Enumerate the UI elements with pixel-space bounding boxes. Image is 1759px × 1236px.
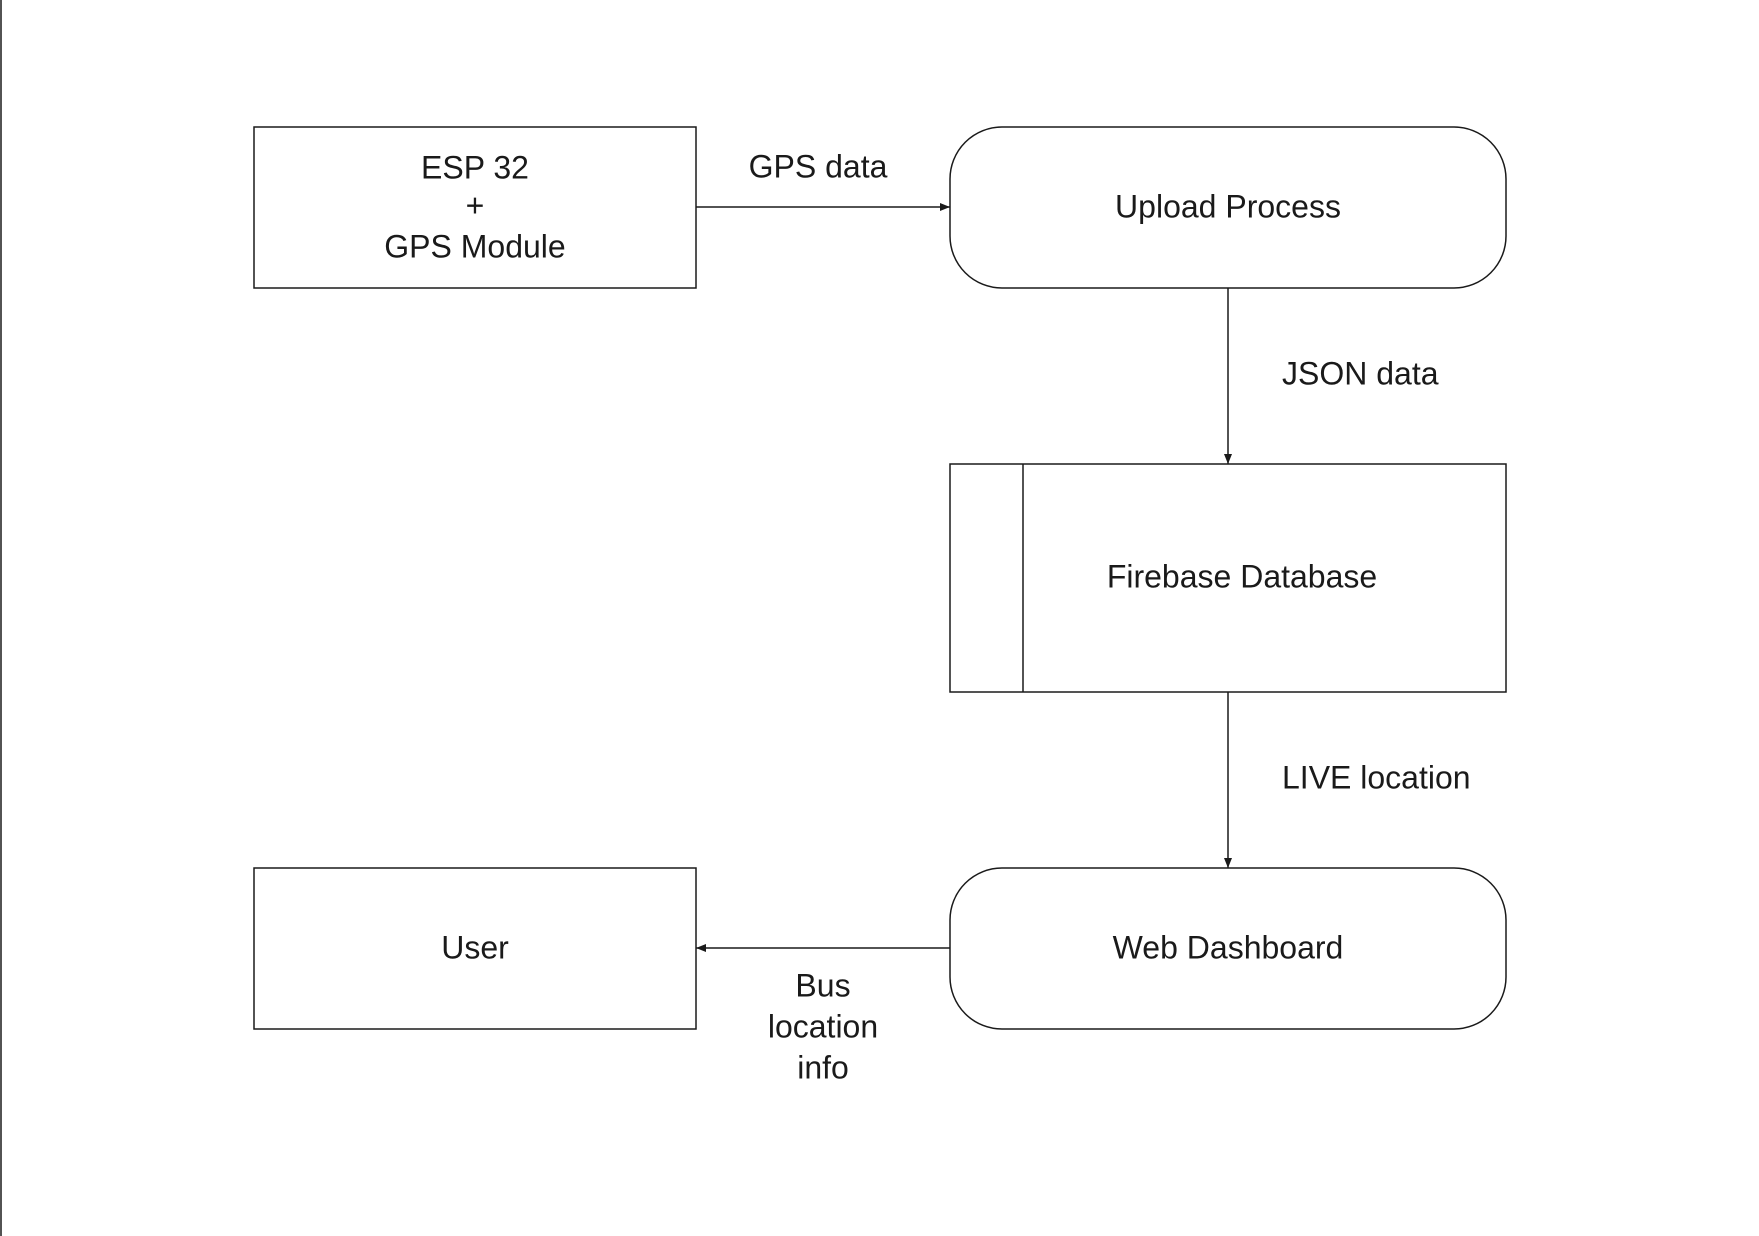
node-upload-label: Upload Process <box>1115 188 1341 224</box>
edge-esp-to-upload: GPS data <box>696 148 950 211</box>
node-firebase-database: Firebase Database <box>949 463 1507 693</box>
node-upload-process: Upload Process <box>949 126 1507 289</box>
edge-dashboard-to-user-line-3: info <box>797 1049 849 1085</box>
node-user-label: User <box>441 929 509 965</box>
node-firebase-label: Firebase Database <box>1107 558 1377 594</box>
edge-dashboard-to-user-line-2: location <box>768 1008 878 1044</box>
node-esp32-gps-module: ESP 32 + GPS Module <box>253 126 697 289</box>
edge-dashboard-to-user: Bus location info <box>696 944 950 1085</box>
edge-firebase-to-dashboard-label: LIVE location <box>1282 759 1471 795</box>
edge-upload-to-firebase: JSON data <box>1224 288 1439 464</box>
node-esp32-line-3: GPS Module <box>384 228 565 264</box>
node-web-dashboard: Web Dashboard <box>949 867 1507 1030</box>
node-user-box <box>253 867 697 1030</box>
edge-esp-to-upload-label: GPS data <box>749 148 888 184</box>
edge-dashboard-to-user-line-1: Bus <box>795 967 850 1003</box>
node-esp32-box <box>253 126 697 289</box>
edge-firebase-to-dashboard: LIVE location <box>1224 692 1471 868</box>
node-esp32-line-1: ESP 32 <box>421 149 529 185</box>
node-dashboard-label: Web Dashboard <box>1113 929 1344 965</box>
node-user: User <box>253 867 697 1030</box>
node-esp32-line-2: + <box>466 187 485 223</box>
edge-upload-to-firebase-label: JSON data <box>1282 355 1439 391</box>
